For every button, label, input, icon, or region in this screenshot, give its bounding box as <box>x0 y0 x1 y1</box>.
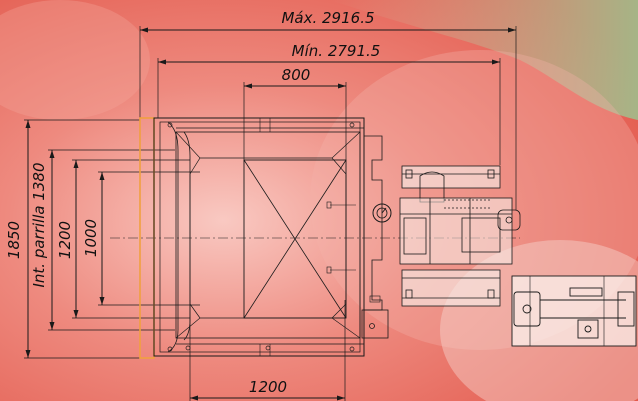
label-800: 800 <box>282 66 311 84</box>
dimension-min-width: Mín. 2791.5 <box>157 42 501 165</box>
label-max-width: Máx. 2916.5 <box>281 9 374 27</box>
dimension-1200-vertical: 1200 <box>56 159 190 319</box>
dimension-1200-horizontal: 1200 <box>189 300 346 401</box>
dimension-max-width: Máx. 2916.5 <box>139 9 517 210</box>
label-1000: 1000 <box>82 219 100 257</box>
dimension-1000: 1000 <box>82 171 200 306</box>
label-1200-horizontal: 1200 <box>249 378 287 396</box>
label-1850: 1850 <box>5 221 23 259</box>
hood-outline <box>175 131 361 339</box>
main-frame <box>153 117 365 357</box>
label-min-width: Mín. 2791.5 <box>292 42 381 60</box>
dimension-800: 800 <box>243 66 347 160</box>
burner-box <box>243 159 356 319</box>
label-1200-vertical: 1200 <box>56 221 74 259</box>
side-view-unit <box>511 275 637 347</box>
gauge-icon <box>372 203 392 223</box>
blower-assembly <box>399 165 521 307</box>
frame-right-side <box>361 135 389 339</box>
label-grill-1380: Int. parrilla 1380 <box>30 162 48 287</box>
dimension-1850: 1850 <box>5 119 140 359</box>
